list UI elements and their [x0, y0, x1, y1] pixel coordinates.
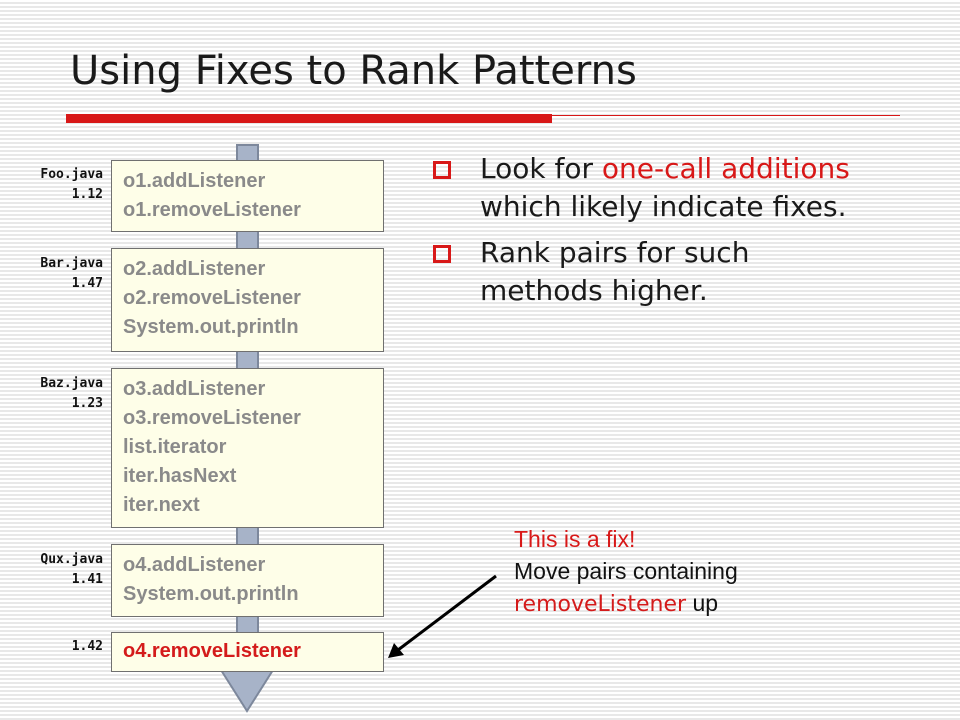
title-underline-rule — [552, 115, 900, 116]
commit-filename: Qux.java — [40, 552, 103, 567]
callout-line: Move pairs containing — [514, 558, 738, 584]
commit-file-label: Bar.java 1.47 — [40, 254, 103, 294]
commit-file-label: 1.42 — [72, 637, 103, 657]
method-call: iter.next — [123, 494, 200, 516]
fix-method-call: o4.removeListener — [123, 640, 301, 662]
bullet-item: Look for one-call additions which likely… — [433, 150, 853, 226]
callout-pointer-arrow — [388, 574, 497, 658]
method-call: o2.addListener — [123, 258, 266, 280]
bullet-list: Look for one-call additions which likely… — [433, 150, 853, 318]
callout-code: removeListener — [514, 592, 687, 617]
commit-file-label: Qux.java 1.41 — [40, 550, 103, 590]
commit-version: 1.23 — [71, 396, 103, 411]
bullet-highlight: one-call additions — [601, 152, 850, 185]
fix-callout: This is a fix! Move pairs containing rem… — [514, 523, 934, 621]
timeline-arrow-head — [219, 669, 275, 713]
commit-version: 1.42 — [71, 639, 103, 654]
square-bullet-icon — [433, 161, 451, 179]
method-call: o1.addListener — [123, 170, 266, 192]
method-call: o3.removeListener — [123, 407, 301, 429]
bullet-item: Rank pairs for such methods higher. — [433, 234, 853, 310]
bullet-text: Look for one-call additions which likely… — [480, 152, 850, 223]
commit-filename: Foo.java — [40, 167, 103, 182]
commit-box: o1.addListener o1.removeListener — [111, 160, 384, 232]
callout-suffix: up — [686, 590, 719, 616]
square-bullet-icon — [433, 245, 451, 263]
method-call: o1.removeListener — [123, 199, 301, 221]
slide-title: Using Fixes to Rank Patterns — [70, 48, 637, 94]
method-call: iter.hasNext — [123, 465, 237, 487]
commit-box: o3.addListener o3.removeListener list.it… — [111, 368, 384, 528]
callout-heading: This is a fix! — [514, 526, 636, 552]
method-call: System.out.println — [123, 316, 299, 338]
commit-version: 1.41 — [71, 572, 103, 587]
commit-version: 1.47 — [71, 276, 103, 291]
fix-commit-box: o4.removeListener — [111, 632, 384, 672]
method-call: list.iterator — [123, 436, 227, 458]
method-call: o4.addListener — [123, 554, 266, 576]
method-call: o2.removeListener — [123, 287, 301, 309]
commit-box: o4.addListener System.out.println — [111, 544, 384, 617]
title-underline-bar — [66, 114, 552, 123]
commit-file-label: Foo.java 1.12 — [40, 165, 103, 205]
commit-file-label: Baz.java 1.23 — [40, 374, 103, 414]
commit-filename: Baz.java — [40, 376, 103, 391]
method-call: System.out.println — [123, 583, 299, 605]
commit-box: o2.addListener o2.removeListener System.… — [111, 248, 384, 352]
commit-filename: Bar.java — [40, 256, 103, 271]
bullet-text: Rank pairs for such methods higher. — [480, 236, 750, 307]
callout-line: removeListener up — [514, 587, 934, 621]
commit-version: 1.12 — [71, 187, 103, 202]
method-call: o3.addListener — [123, 378, 266, 400]
